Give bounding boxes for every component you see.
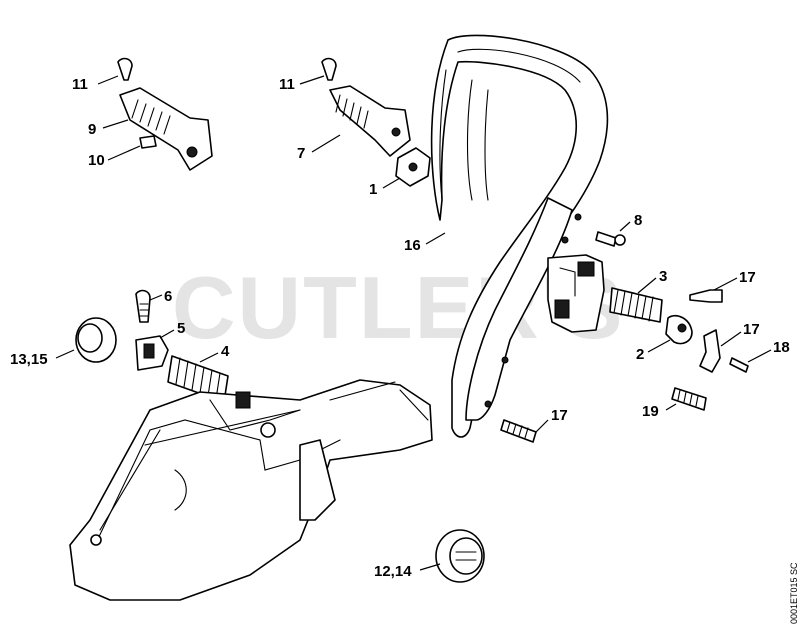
handle-bracket <box>547 254 605 333</box>
drawing-id: 0001ET015 SC <box>789 562 799 624</box>
callout-10: 10 <box>88 152 105 169</box>
callout-17-upper: 17 <box>739 269 756 286</box>
clip-part-18 <box>699 329 721 373</box>
callout-16: 16 <box>404 237 421 254</box>
callout-17-lower: 17 <box>551 407 568 424</box>
screw-part-11-left <box>117 57 133 81</box>
callout-4: 4 <box>221 343 230 360</box>
tank-housing <box>69 379 433 601</box>
buffer-part-13-15 <box>75 317 117 363</box>
callout-2: 2 <box>636 346 644 363</box>
callout-9: 9 <box>88 121 96 138</box>
damper-part-2 <box>665 314 693 345</box>
callout-12-14: 12,14 <box>374 563 412 580</box>
spring-assembly-part-7 <box>329 85 411 157</box>
callout-3: 3 <box>659 268 667 285</box>
callout-1: 1 <box>369 181 377 198</box>
callout-18: 17 <box>743 321 760 338</box>
screw-part-11-right <box>321 57 337 81</box>
callout-7: 7 <box>297 145 305 162</box>
callout-6: 6 <box>164 288 172 305</box>
callout-labels: 11 9 10 11 7 1 16 8 3 17 2 17 18 19 17 6… <box>10 76 790 580</box>
front-handle-part-16 <box>430 34 609 438</box>
screw-part-19 <box>729 357 749 373</box>
screw-part-17-lower <box>500 419 537 443</box>
leader-lines <box>55 75 772 571</box>
screw-part-8 <box>595 231 626 247</box>
callout-13-15: 13,15 <box>10 351 48 368</box>
spring-part-3 <box>609 287 663 323</box>
sleeve-part-5 <box>135 335 169 371</box>
callout-20: 19 <box>642 403 659 420</box>
callout-19: 18 <box>773 339 790 356</box>
callout-8: 8 <box>634 212 642 229</box>
callout-11-right: 11 <box>279 76 295 93</box>
spring-assembly-part-9 <box>119 87 213 171</box>
screw-part-17-upper <box>689 289 723 303</box>
rubber-buffer-part-1 <box>395 147 431 187</box>
plug-part-12-14 <box>435 529 485 583</box>
callout-5: 5 <box>177 320 185 337</box>
screw-part-20 <box>671 387 707 411</box>
screw-part-6 <box>135 289 151 323</box>
callout-11-left: 11 <box>72 76 88 93</box>
screw-part-10 <box>139 135 157 149</box>
